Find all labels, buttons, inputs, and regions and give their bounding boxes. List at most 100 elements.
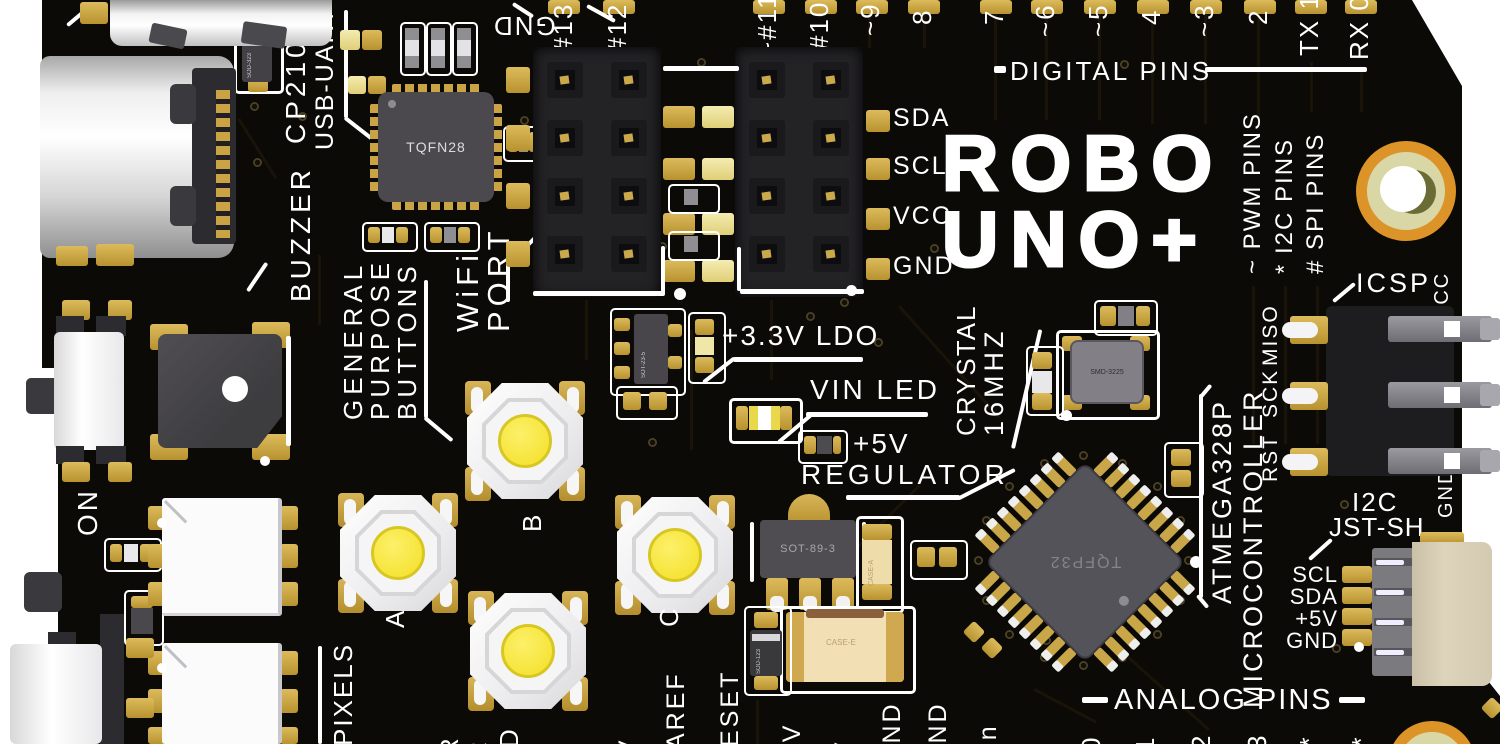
i2c-pin-5v: +5V: [1295, 606, 1338, 631]
resistor-outline: [362, 222, 418, 252]
via: [1153, 630, 1162, 639]
pad: [280, 689, 298, 713]
i2c-leader: [1308, 537, 1333, 561]
analog-pin-a4: 4*: [1294, 704, 1324, 744]
trace: [237, 118, 278, 179]
mounting-hole-bottom-right: [1388, 721, 1476, 744]
icsp-pin-miso-label: MISO: [1259, 304, 1282, 366]
label-gnd-top: GND: [492, 11, 556, 41]
pad: [430, 227, 442, 243]
via: [806, 312, 815, 321]
resistor-end: [405, 28, 419, 40]
analog-pins-label: ANALOG PINS: [1114, 684, 1333, 716]
pad: [131, 596, 153, 608]
bottom-pin-3v3: 3.3V: [778, 694, 810, 744]
icsp-pin: [1388, 382, 1492, 408]
pad: [280, 582, 298, 606]
drill-dot: [1354, 642, 1364, 652]
resistor-body: [124, 544, 138, 562]
pad: [1420, 532, 1464, 544]
silk-line: [737, 247, 741, 291]
pad: [623, 392, 641, 410]
button-d: [468, 591, 588, 711]
pin-glint: [1376, 620, 1404, 625]
buzzer-hole: [222, 376, 248, 402]
pad: [917, 547, 935, 567]
pin-label-d6: ~6: [1030, 3, 1060, 37]
pin-label-d13: #13: [548, 2, 578, 52]
silk-line: [318, 646, 322, 744]
pad: [368, 227, 380, 243]
capacitor: [348, 76, 366, 94]
digital-pins-label: DIGITAL PINS: [1010, 56, 1213, 86]
wifi-pin-gnd: GND: [893, 252, 955, 280]
drill-dot: [1061, 410, 1072, 421]
pin-label-d4: 4: [1136, 8, 1166, 25]
pad: [668, 356, 682, 369]
bottom-pin-gnd-a: GND: [878, 701, 906, 744]
digital-pins-dash: [994, 66, 1006, 73]
bulk-cap-stripe: [806, 609, 884, 618]
crystal-16mhz: SMD-3225: [1070, 340, 1144, 404]
resistor-end: [431, 56, 445, 68]
pad: [614, 342, 630, 355]
mounting-hole-bore: [1380, 166, 1426, 212]
legend-spi: # SPI PINS: [1302, 132, 1329, 274]
pad-d0: [1345, 0, 1377, 14]
wifi-port-label-line1: WiFi: [450, 250, 485, 332]
icsp-leader: [1332, 282, 1357, 304]
trace: [868, 14, 871, 48]
socket-hole: [749, 178, 785, 214]
pad-pair-outline: [616, 386, 678, 420]
resistor-body: [684, 189, 698, 205]
legend-pwm: ~ PWM PINS: [1239, 111, 1266, 274]
wifi-leader: [506, 262, 510, 302]
resistor-end: [457, 56, 471, 68]
trace: [1310, 62, 1313, 112]
socket-hole: [547, 236, 583, 272]
buzzer-leader: [246, 261, 269, 293]
cap-outline: [798, 430, 848, 464]
pin-glint: [1376, 590, 1404, 595]
silk-line: [344, 10, 348, 118]
drill-dot: [846, 285, 857, 296]
pad: [126, 698, 154, 718]
diode-outline: [744, 606, 792, 696]
tqfn-pins-bottom: [392, 200, 480, 210]
resistor-outline: [400, 22, 426, 76]
switch-knob: [24, 572, 62, 612]
via: [1005, 482, 1014, 491]
metal-can: [110, 0, 332, 46]
crystal-outline: [1056, 330, 1160, 420]
pad: [396, 227, 408, 243]
socket-hole: [813, 178, 849, 214]
pad: [96, 244, 134, 266]
regulator-label-line1: +5V: [853, 428, 910, 459]
board-title-line1: ROBO: [941, 118, 1224, 209]
cap-body: [817, 436, 832, 454]
socket-hole: [547, 178, 583, 214]
analog-pin-a5: 5*: [1346, 704, 1376, 744]
buttons-group-label-line1: GENERAL: [338, 260, 368, 420]
pad: [804, 436, 816, 454]
silk-line: [663, 66, 739, 71]
pad: [280, 651, 298, 675]
pad: [529, 132, 535, 152]
trace: [690, 330, 693, 450]
pad: [614, 318, 630, 331]
trace: [1151, 14, 1154, 124]
pad: [1480, 696, 1500, 720]
ldo-leader: [733, 357, 863, 362]
pad-pair-outline: [1164, 442, 1204, 498]
analog-dash: [1339, 697, 1365, 703]
drill-dot: [260, 456, 270, 466]
vin-led-label: VIN LED: [810, 374, 940, 405]
socket-hole: [611, 178, 647, 214]
component-body: [131, 608, 153, 634]
button-a: [338, 493, 458, 613]
resistor-outline: [424, 222, 480, 252]
cap-e-label: CASE-E: [826, 638, 856, 647]
trace: [1360, 66, 1363, 112]
pad-d4: [1137, 0, 1169, 14]
mcu-leader: [1199, 394, 1203, 598]
